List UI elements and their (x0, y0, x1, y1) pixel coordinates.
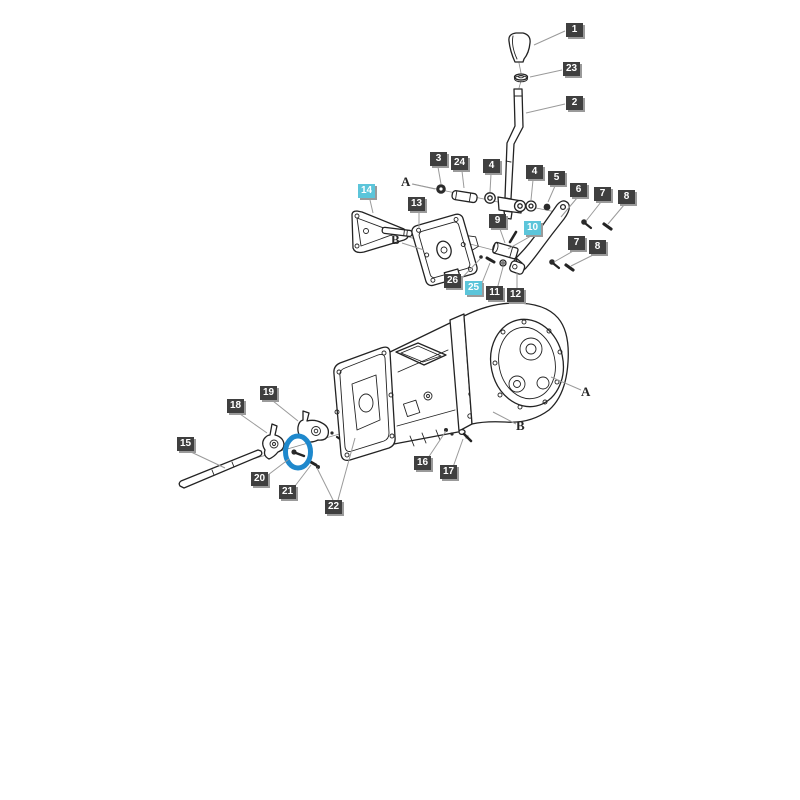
leader-line (272, 400, 299, 422)
part-label-11[interactable]: 11 (486, 286, 503, 300)
leader-line (401, 242, 425, 251)
part-label-14[interactable]: 14 (358, 184, 376, 198)
part-label-12[interactable]: 12 (507, 288, 525, 302)
leader-line (530, 179, 534, 201)
leader-line (529, 69, 563, 78)
part-label-21[interactable]: 21 (279, 485, 297, 499)
leader-line (547, 185, 556, 203)
part-label-4b[interactable]: 4 (526, 165, 543, 179)
leader-line (190, 451, 226, 469)
ref-letter-A-lower: A (581, 384, 591, 399)
leader-line (451, 438, 464, 471)
leader-line (369, 199, 374, 214)
ref-letter-A-upper: A (401, 174, 411, 189)
part-label-13[interactable]: 13 (408, 197, 426, 211)
part-label-18[interactable]: 18 (227, 399, 245, 413)
leader-line (489, 173, 492, 193)
part-label-19[interactable]: 19 (260, 386, 278, 400)
part-label-15[interactable]: 15 (177, 437, 195, 451)
part-label-17[interactable]: 17 (440, 465, 458, 479)
part-label-6[interactable]: 6 (570, 183, 587, 197)
leader-line (437, 166, 442, 185)
part-label-26[interactable]: 26 (444, 274, 462, 288)
part-label-7b[interactable]: 7 (568, 236, 585, 250)
ref-letter-B-lower: B (516, 418, 525, 433)
part-label-4a[interactable]: 4 (483, 159, 500, 173)
part-label-8b[interactable]: 8 (589, 240, 606, 254)
leader-line (560, 197, 578, 218)
part-label-20[interactable]: 20 (251, 472, 269, 486)
leader-line (550, 376, 582, 391)
highlight-circle (283, 433, 313, 471)
part-label-10[interactable]: 10 (524, 221, 542, 235)
part-label-22[interactable]: 22 (325, 500, 343, 514)
part-label-25[interactable]: 25 (465, 281, 483, 295)
leader-line (507, 235, 532, 250)
leader-line (553, 249, 576, 263)
leader-line (458, 258, 481, 282)
part-label-1[interactable]: 1 (566, 23, 583, 37)
leader-line (570, 253, 596, 267)
leader-line (337, 437, 356, 501)
part-label-3[interactable]: 3 (430, 152, 447, 166)
part-label-2[interactable]: 2 (566, 96, 583, 110)
part-label-24[interactable]: 24 (451, 156, 469, 170)
leader-line (499, 228, 506, 244)
leader-line (263, 458, 290, 479)
ref-letter-B-upper: B (391, 232, 400, 247)
leader-line (607, 204, 625, 225)
leader-line (492, 411, 517, 425)
leader-line (533, 30, 566, 46)
part-label-16[interactable]: 16 (414, 456, 432, 470)
part-label-7a[interactable]: 7 (594, 187, 611, 201)
leader-line (525, 103, 566, 114)
leader-line (239, 413, 268, 434)
part-label-9[interactable]: 9 (489, 214, 506, 228)
part-label-8a[interactable]: 8 (618, 190, 635, 204)
leader-line (316, 467, 334, 501)
leader-line (585, 201, 602, 222)
leader-line (411, 183, 436, 190)
leader-line (461, 170, 465, 189)
part-label-23[interactable]: 23 (563, 62, 581, 76)
part-label-5[interactable]: 5 (548, 171, 565, 185)
